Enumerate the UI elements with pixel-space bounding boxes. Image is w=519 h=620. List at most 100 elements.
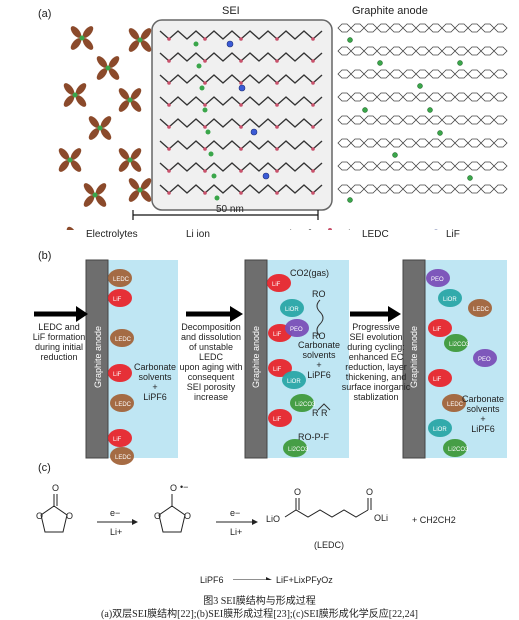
graphite-layer bbox=[337, 184, 508, 194]
lipf6-products: LiF+LixPFyOz bbox=[276, 575, 333, 585]
ledc-oxygen bbox=[311, 37, 315, 41]
panel-b-diagram: LEDC LiF LEDC LiF LEDC LiF LEDC LiF LiOR LiF PEO Li… bbox=[34, 259, 507, 465]
legend-lif-label: LiF bbox=[446, 229, 460, 240]
ledc-oxygen bbox=[275, 125, 279, 129]
ledc-oxygen bbox=[203, 103, 207, 107]
sei-species-blobs: LEDC LiF LEDC LiF LEDC LiF LEDC LiF LiOR LiF PEO Li… bbox=[108, 269, 497, 465]
ledc-oxygen bbox=[275, 147, 279, 151]
legend-li-ion-label: Li ion bbox=[186, 229, 210, 240]
li-ion bbox=[362, 107, 368, 113]
ro-chain bbox=[316, 299, 324, 337]
ledc-oxygen bbox=[167, 81, 171, 85]
reaction-arrow-1 bbox=[97, 519, 138, 525]
ledc-chains bbox=[159, 30, 323, 201]
ledc-oxygen bbox=[203, 59, 207, 63]
graphite-layer bbox=[337, 161, 508, 171]
lif-label: LiF bbox=[273, 417, 282, 423]
electrolyte-molecule bbox=[70, 26, 94, 50]
svg-text:O: O bbox=[294, 487, 301, 497]
electrolyte-molecule bbox=[88, 116, 112, 140]
sei-title: SEI bbox=[222, 5, 240, 17]
li-ion bbox=[193, 41, 199, 47]
ledc-oxygen bbox=[167, 103, 171, 107]
legend-ledc-label: LEDC bbox=[362, 229, 389, 240]
electrolyte-molecule bbox=[118, 148, 142, 172]
ledc-oxygen bbox=[239, 125, 243, 129]
electrolyte-molecule bbox=[118, 88, 142, 112]
lipf6-arrow bbox=[233, 577, 272, 580]
ror-label: R R bbox=[312, 408, 328, 418]
ledc-oxygen bbox=[311, 125, 315, 129]
electrolyte-molecules bbox=[58, 26, 152, 207]
ledc-oxygen bbox=[311, 103, 315, 107]
ledc-oxygen bbox=[167, 169, 171, 173]
lior-blob: LiOR bbox=[282, 371, 306, 389]
lif-label: LiF bbox=[113, 372, 122, 378]
ledc-blob: LEDC bbox=[108, 269, 132, 287]
ledc-oxygen bbox=[239, 191, 243, 195]
ledc-blob: LEDC bbox=[442, 394, 466, 412]
ledc-oxygen bbox=[203, 37, 207, 41]
graphite-layer bbox=[337, 46, 508, 56]
graphite-anode-1 bbox=[85, 259, 109, 459]
lior-label: LiOR bbox=[287, 379, 301, 385]
ledc-oxygen bbox=[275, 37, 279, 41]
ledc-oxygen bbox=[311, 191, 315, 195]
ro-pf-label: RO-P-F bbox=[298, 432, 329, 442]
ledc-oxygen bbox=[311, 147, 315, 151]
ror-bond bbox=[317, 403, 331, 411]
panel-a-diagram bbox=[58, 19, 508, 230]
ledc-blob: LEDC bbox=[110, 329, 134, 347]
li-ion bbox=[417, 83, 423, 89]
li2co3-label: Li2CO3 bbox=[448, 447, 469, 453]
ledc-oli: OLi bbox=[374, 513, 389, 523]
li-ion bbox=[208, 151, 214, 157]
ledc-oxygen bbox=[203, 125, 207, 129]
li-ion bbox=[392, 152, 398, 158]
lif-blob: LiF bbox=[268, 359, 292, 377]
ro-label-2: RO bbox=[312, 331, 326, 341]
lif-blob: LiF bbox=[428, 369, 452, 387]
li2co3-blob: Li2CO3 bbox=[283, 439, 309, 457]
ledc-oxygen bbox=[239, 37, 243, 41]
ledc-label: LEDC bbox=[115, 402, 132, 408]
svg-text:O: O bbox=[184, 511, 191, 521]
li-plus-2: Li+ bbox=[230, 527, 243, 537]
graphite-anode-title: Graphite anode bbox=[352, 5, 428, 17]
ledc-oxygen bbox=[167, 59, 171, 63]
ledc-oxygen bbox=[275, 191, 279, 195]
ledc-blob: LEDC bbox=[110, 447, 134, 465]
lif-blob: LiF bbox=[108, 364, 132, 382]
reaction-arrow-2 bbox=[216, 519, 258, 525]
svg-text:O: O bbox=[154, 511, 161, 521]
lif-particle bbox=[262, 172, 270, 180]
lif-particle bbox=[226, 40, 234, 48]
figure-caption-subtitle: (a)双层SEI膜结构[22];(b)SEI膜形成过程[23];(c)SEI膜形… bbox=[101, 609, 418, 620]
ledc-oxygen bbox=[275, 81, 279, 85]
lif-label: LiF bbox=[273, 332, 282, 338]
lif-blob: LiF bbox=[267, 274, 291, 292]
lif-blob: LiF bbox=[108, 289, 132, 307]
ledc-label: LEDC bbox=[113, 277, 130, 283]
lif-label: LiF bbox=[273, 367, 282, 373]
li2co3-blob: Li2CO3 bbox=[290, 394, 316, 412]
li-ion bbox=[205, 129, 211, 135]
peo-blob: PEO bbox=[426, 269, 450, 287]
li-plus-1: Li+ bbox=[110, 527, 123, 537]
co2-gas-label: CO2(gas) bbox=[290, 268, 330, 278]
ethylene-product: + CH2CH2 bbox=[412, 515, 456, 525]
li-ion bbox=[196, 63, 202, 69]
figure-caption-title: 图3 SEI膜结构与形成过程 bbox=[203, 596, 316, 607]
svg-text:O: O bbox=[66, 511, 73, 521]
electrolyte-molecule bbox=[128, 178, 152, 202]
graphite-layer bbox=[337, 138, 508, 148]
ledc-oxygen bbox=[203, 81, 207, 85]
lif-label: LiF bbox=[113, 297, 122, 303]
li2co3-label: Li2CO3 bbox=[295, 402, 316, 408]
li-ion bbox=[202, 107, 208, 113]
